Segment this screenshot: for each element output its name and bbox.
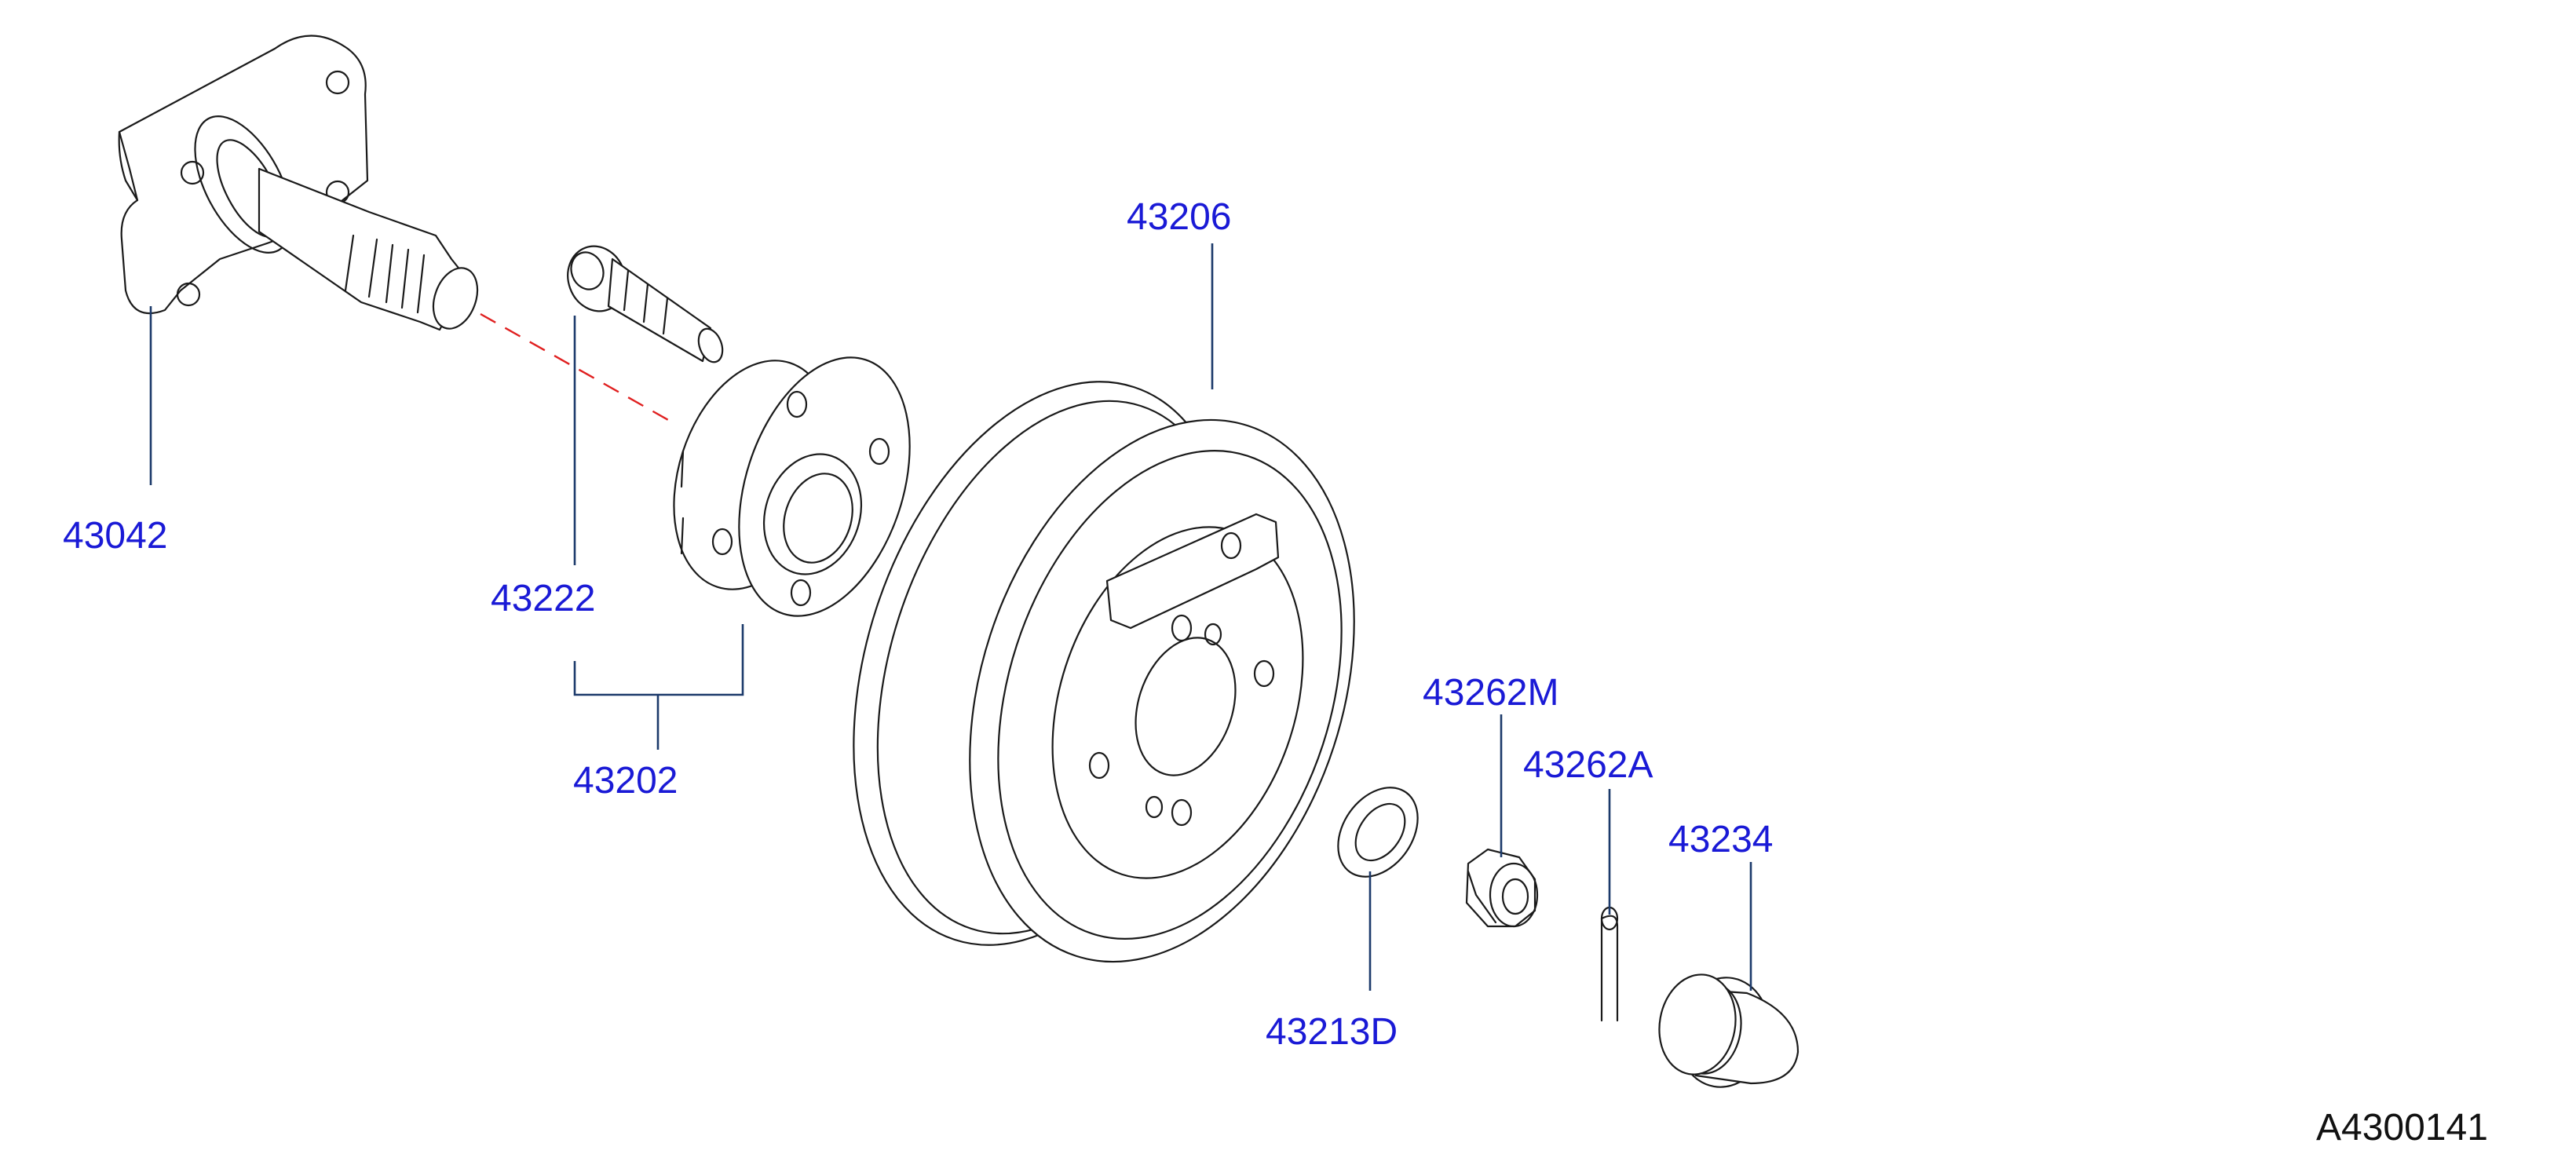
label-spindle: 43042 — [63, 515, 167, 557]
spindle-part — [118, 35, 479, 331]
grease-cap-part — [1658, 973, 1800, 1088]
cotter-pin-part — [1600, 906, 1619, 1022]
label-hub-assembly: 43202 — [573, 760, 678, 802]
label-hub-bolt: 43222 — [491, 578, 595, 619]
guide-dash-line — [480, 312, 676, 425]
hub-bolt-part — [567, 245, 724, 363]
label-cotter-pin: 43262A — [1523, 744, 1653, 786]
brake-drum-part — [853, 381, 1355, 963]
label-drum: 43206 — [1127, 196, 1231, 238]
reference-code: A4300141 — [2316, 1107, 2488, 1149]
lock-nut-part — [1465, 848, 1539, 928]
hub-part — [673, 356, 911, 617]
label-washer: 43213D — [1266, 1011, 1398, 1053]
label-grease-cap: 43234 — [1668, 819, 1773, 860]
leader-lines — [149, 243, 1752, 991]
washer-part — [1337, 787, 1419, 878]
leader-hub-assembly-bracket — [573, 624, 744, 696]
label-lock-nut: 43262M — [1423, 672, 1558, 714]
